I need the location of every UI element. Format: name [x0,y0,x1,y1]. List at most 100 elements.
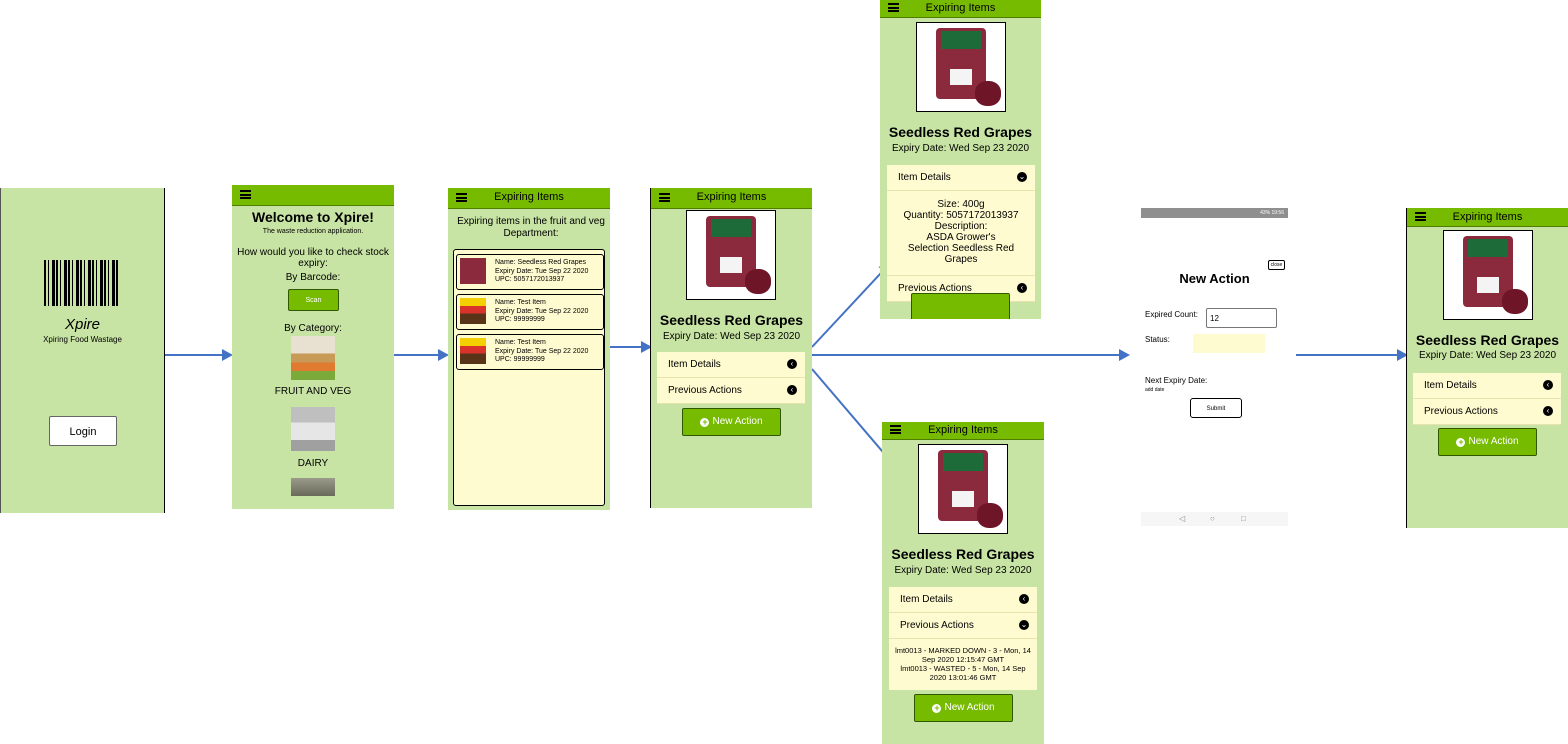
new-action-phone: 43% 19:56 close New Action Expired Count… [1141,208,1288,526]
product-image [916,22,1006,112]
product-image [1443,230,1533,320]
scan-button[interactable]: Scan [288,289,339,311]
product-screen: Expiring Items Seedless Red Grapes Expir… [650,188,812,508]
action-entry: lmt0013 - MARKED DOWN - 3 - Mon, 14 Sep … [895,646,1031,664]
top-bar [232,185,394,206]
chevron-left-icon: ‹ [1543,406,1553,416]
item-details-toggle[interactable]: Item Details ‹ [889,587,1037,613]
menu-icon[interactable] [890,425,901,434]
submit-button[interactable]: Submit [1190,398,1242,418]
flow-arrow-4 [812,349,1130,361]
test-item-thumbnail [460,298,486,324]
accordion: Item Details ‹ Previous Actions ‹ [1413,373,1561,425]
item-details-toggle[interactable]: Item Details ⌄ [887,165,1035,191]
category-dairy-label[interactable]: DAIRY [297,458,329,469]
previous-actions-screen: Expiring Items Seedless Red Grapes Expir… [882,422,1044,744]
fruit-veg-image[interactable] [291,336,335,380]
status-select[interactable] [1193,334,1265,353]
category-fruit-veg-label[interactable]: FRUIT AND VEG [274,386,352,397]
grapes-thumbnail [460,258,486,284]
new-action-button[interactable]: +New Action [914,694,1013,722]
product-image [918,444,1008,534]
menu-icon[interactable] [1415,212,1426,221]
chevron-left-icon: ‹ [1019,594,1029,604]
top-bar: Expiring Items [448,188,610,209]
chevron-left-icon: ‹ [1017,283,1027,293]
detail-size: Size: 400g [937,199,985,210]
status-bar-text: 43% 19:56 [1260,210,1284,216]
new-action-button-partial[interactable] [911,293,1010,319]
new-action-button[interactable]: +New Action [1438,428,1537,456]
list-item[interactable]: Name: Seedless Red Grapes Expiry Date: T… [456,254,604,290]
login-button[interactable]: Login [49,416,117,446]
category-image-partial[interactable] [291,478,335,496]
by-barcode-label: By Barcode: [285,272,341,283]
bar-title: Expiring Items [925,2,996,14]
previous-actions-label: Previous Actions [1424,406,1498,417]
welcome-subtitle: The waste reduction application. [262,228,364,235]
new-action-label: New Action [944,702,995,713]
item-details-toggle[interactable]: Item Details ‹ [657,352,805,378]
list-container [453,249,605,506]
product-expiry: Expiry Date: Wed Sep 23 2020 [662,331,801,342]
item-expiry: Expiry Date: Tue Sep 22 2020 [495,267,589,275]
menu-icon[interactable] [888,3,899,12]
product-title: Seedless Red Grapes [659,312,804,328]
next-expiry-label: Next Expiry Date: [1145,376,1208,385]
form-title: New Action [1179,271,1250,286]
recents-nav-icon[interactable]: □ [1241,514,1246,523]
item-upc: UPC: 99999999 [495,356,545,363]
home-nav-icon[interactable]: ○ [1210,514,1215,523]
detail-description-label: Description: [934,221,988,232]
close-button[interactable]: close [1268,260,1285,270]
chevron-left-icon: ‹ [787,385,797,395]
plus-icon: + [700,417,710,427]
item-name: Name: Seedless Red Grapes [495,259,587,266]
item-details-label: Item Details [900,594,953,605]
add-date-link[interactable]: add date [1145,387,1165,393]
previous-actions-toggle[interactable]: Previous Actions ⌄ [889,613,1037,639]
list-item[interactable]: Name: Test Item Expiry Date: Tue Sep 22 … [456,294,604,330]
flow-arrow-3 [610,341,652,353]
item-details-body: Size: 400g Quantity: 5057172013937 Descr… [887,191,1035,276]
bar-title: Expiring Items [928,424,998,436]
product-screen-final: Expiring Items Seedless Red Grapes Expir… [1406,208,1568,528]
expired-count-input[interactable]: 12 [1206,308,1277,328]
menu-icon[interactable] [659,193,670,202]
previous-actions-label: Previous Actions [900,620,974,631]
list-item[interactable]: Name: Test Item Expiry Date: Tue Sep 22 … [456,334,604,370]
android-nav-bar: ◁ ○ □ [1141,512,1288,526]
new-action-button[interactable]: +New Action [682,408,781,436]
new-action-label: New Action [1468,436,1519,447]
previous-actions-label: Previous Actions [898,283,972,294]
bar-title: Expiring Items [1452,211,1523,223]
detail-description: ASDA Grower's Selection Seedless Red Gra… [907,232,1015,265]
previous-actions-toggle[interactable]: Previous Actions ‹ [657,378,805,404]
item-name: Name: Test Item [495,339,546,346]
action-entry: lmt0013 - WASTED - 5 - Mon, 14 Sep 2020 … [900,664,1026,682]
item-expiry: Expiry Date: Tue Sep 22 2020 [495,347,589,355]
item-upc: UPC: 99999999 [495,316,545,323]
top-bar: Expiring Items [880,0,1041,18]
new-action-label: New Action [712,416,763,427]
flow-arrow-5 [811,263,890,348]
menu-icon[interactable] [456,193,467,202]
accordion: Item Details ⌄ Size: 400g Quantity: 5057… [887,165,1035,302]
dairy-image[interactable] [291,407,335,451]
check-question: How would you like to check stock expiry… [237,247,389,269]
previous-actions-body: lmt0013 - MARKED DOWN - 3 - Mon, 14 Sep … [889,639,1037,690]
product-title: Seedless Red Grapes [891,546,1035,562]
detail-quantity: Quantity: 5057172013937 [903,210,1019,221]
product-expiry: Expiry Date: Wed Sep 23 2020 [1418,350,1557,361]
chevron-left-icon: ‹ [787,359,797,369]
previous-actions-toggle[interactable]: Previous Actions ‹ [1413,399,1561,425]
menu-icon[interactable] [240,190,251,199]
item-details-toggle[interactable]: Item Details ‹ [1413,373,1561,399]
product-expiry: Expiry Date: Wed Sep 23 2020 [891,143,1030,154]
item-upc: UPC: 5057172013937 [495,276,565,283]
item-details-label: Item Details [668,359,721,370]
test-item-thumbnail [460,338,486,364]
product-title: Seedless Red Grapes [888,124,1033,140]
back-nav-icon[interactable]: ◁ [1179,514,1186,523]
top-bar: Expiring Items [651,188,812,209]
